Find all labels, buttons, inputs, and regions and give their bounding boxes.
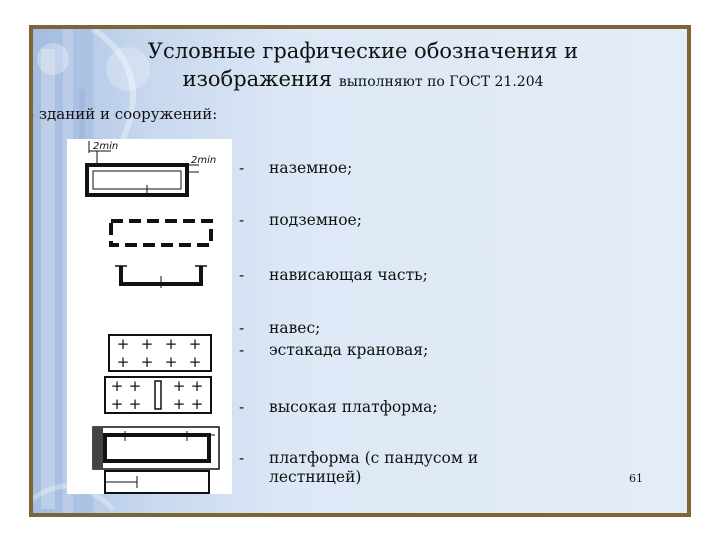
subtitle: - зданий и сооружений:: [29, 105, 218, 123]
item-text: эстакада крановая;: [269, 341, 429, 359]
item-dash: -: [239, 449, 245, 467]
symbol-overhang: [115, 265, 207, 288]
page-title-line-1: Условные графические обозначения и: [147, 39, 579, 63]
legend-item-crane-trestle: - эстакада крановая;: [239, 341, 428, 360]
item-dash: -: [239, 398, 245, 416]
dimension-label-right: 2min: [191, 155, 216, 166]
symbol-crane-trestle: ++++ ++++: [104, 376, 212, 414]
item-text: нависающая часть;: [269, 266, 428, 284]
legend-item-overhang: - нависающая часть;: [239, 266, 428, 285]
legend-item-canopy: - навес;: [239, 319, 320, 338]
svg-text:+: +: [191, 395, 204, 413]
dimension-label-top: 2min: [93, 141, 118, 152]
legend-item-ground: - наземное;: [239, 159, 352, 178]
item-dash: -: [239, 159, 245, 177]
svg-text:+: +: [129, 395, 142, 413]
legend-symbols: 2min 2min ++++ ++++: [85, 141, 220, 494]
slide: Условные графические обозначения и изобр…: [29, 25, 691, 517]
svg-text:+: +: [141, 353, 154, 371]
item-text: подземное;: [269, 211, 362, 229]
svg-text:+: +: [173, 395, 186, 413]
item-dash: -: [239, 266, 245, 284]
svg-text:+: +: [141, 335, 154, 353]
symbol-high-platform: [92, 426, 220, 470]
legend-symbols-panel: 2min 2min ++++ ++++: [67, 139, 232, 494]
svg-text:+: +: [189, 353, 202, 371]
svg-text:+: +: [111, 377, 124, 395]
item-dash: -: [239, 211, 245, 229]
symbol-ground-building: 2min 2min: [85, 141, 216, 197]
symbol-underground: [109, 219, 213, 247]
svg-text:+: +: [165, 353, 178, 371]
item-dash: -: [239, 341, 245, 359]
title-small: выполняют по ГОСТ 21.204: [338, 74, 544, 90]
legend-item-high-platform: - высокая платформа;: [239, 398, 438, 417]
svg-text:+: +: [165, 335, 178, 353]
symbol-platform-ramp: [104, 470, 210, 494]
item-text: платформа (с пандусом и: [269, 449, 479, 467]
legend-item-underground: - подземное;: [239, 211, 362, 230]
page-title-line-2: изображения выполняют по ГОСТ 21.204: [103, 67, 623, 91]
svg-text:+: +: [173, 377, 186, 395]
item-text-continued: лестницей): [269, 468, 362, 486]
svg-text:+: +: [189, 335, 202, 353]
svg-text:+: +: [111, 395, 124, 413]
symbol-canopy: ++++ ++++: [108, 334, 212, 372]
item-dash: -: [239, 319, 245, 337]
item-text: высокая платформа;: [269, 398, 438, 416]
item-text: навес;: [269, 319, 321, 337]
svg-text:+: +: [117, 353, 130, 371]
item-text: наземное;: [269, 159, 353, 177]
title-main: изображения: [182, 67, 333, 91]
svg-text:+: +: [117, 335, 130, 353]
svg-text:+: +: [129, 377, 142, 395]
page-number: 61: [629, 472, 643, 485]
svg-text:+: +: [191, 377, 204, 395]
